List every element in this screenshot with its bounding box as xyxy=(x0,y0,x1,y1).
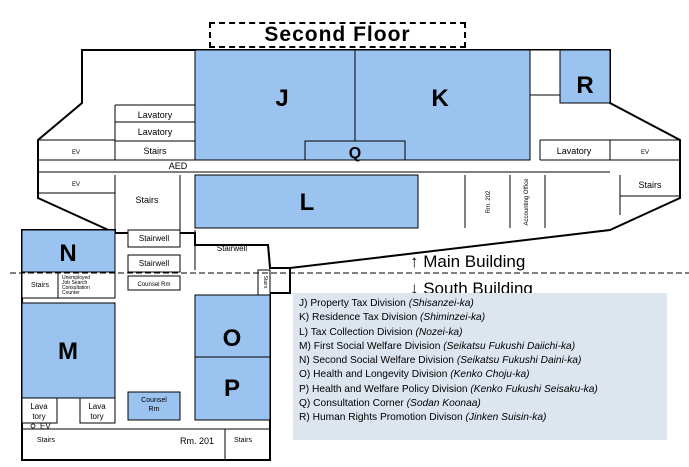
lava-label-1: Lava xyxy=(30,402,48,411)
stairs-label-3: Stairs xyxy=(31,282,49,289)
room-r xyxy=(559,49,611,104)
legend-item: K) Residence Tax Division (Shiminzei-ka) xyxy=(299,311,661,325)
legend-item: J) Property Tax Division (Shisanzei-ka) xyxy=(299,297,661,311)
legend-name: Second Social Welfare Division xyxy=(312,355,454,367)
legend-japanese: (Jinken Suisin-ka) xyxy=(465,412,547,424)
ev-label-1: EV xyxy=(72,150,80,156)
tory-label-2: tory xyxy=(90,412,103,421)
room-j-label: J xyxy=(275,85,288,112)
legend-key: L) xyxy=(299,326,309,338)
stairwell-label-3: Stairwell xyxy=(217,244,247,253)
stairwell-label-2: Stairwell xyxy=(139,259,169,268)
legend: J) Property Tax Division (Shisanzei-ka)K… xyxy=(293,293,667,440)
room-l-label: L xyxy=(300,189,315,216)
legend-key: P) xyxy=(299,383,310,395)
lava-label-2: Lava xyxy=(88,402,106,411)
legend-name: Human Rights Promotion Divison xyxy=(312,412,463,424)
ev-label-4: EV xyxy=(40,422,51,431)
ev-label-2: EV xyxy=(72,182,80,188)
legend-name: Tax Collection Division xyxy=(310,326,413,338)
lavatory-m1 xyxy=(21,397,58,424)
legend-name: Consultation Corner xyxy=(313,398,404,410)
unemployed-label-line: Consultation xyxy=(62,285,90,291)
rm201-label: Rm. 201 xyxy=(180,436,214,446)
lavatory-label-2: Lavatory xyxy=(138,127,173,137)
legend-name: Residence Tax Division xyxy=(312,312,418,324)
room-r-label: R xyxy=(576,72,593,99)
legend-key: K) xyxy=(299,312,310,324)
stairs-label-5: Stairs xyxy=(262,276,268,289)
stairs-label-4: Stairs xyxy=(638,180,662,190)
legend-name: Property Tax Division xyxy=(310,298,406,309)
ev-dot-icon xyxy=(30,423,36,429)
legend-key: O) xyxy=(299,369,311,381)
legend-item: P) Health and Welfare Policy Division (K… xyxy=(299,383,661,397)
room-p xyxy=(194,356,271,421)
legend-japanese: (Seikatsu Fukushi Daiichi-ka) xyxy=(443,340,576,352)
main-building-label: ↑ Main Building xyxy=(410,252,526,271)
counsel-rm-2 xyxy=(127,391,181,421)
stairwell-1 xyxy=(127,229,181,248)
room-r-outline xyxy=(529,49,561,96)
legend-japanese: (Shiminzei-ka) xyxy=(420,312,486,324)
unemployed-counter xyxy=(57,271,116,299)
rm202-label: Rm. 202 xyxy=(486,190,492,213)
counsel-rm-label-2b: Rm xyxy=(149,406,160,413)
legend-item: R) Human Rights Promotion Divison (Jinke… xyxy=(299,411,661,425)
legend-japanese: (Shisanzei-ka) xyxy=(408,298,474,309)
legend-japanese: (Seikatsu Fukushi Daini-ka) xyxy=(456,355,582,367)
lavatory-m2 xyxy=(79,397,116,424)
legend-item: O) Health and Longevity Division (Kenko … xyxy=(299,368,661,382)
floor-title: Second Floor xyxy=(209,22,466,48)
stairwell-label-1: Stairwell xyxy=(139,234,169,243)
stairs-label-7: Stairs xyxy=(234,437,252,444)
legend-japanese: (Kenko Choju-ka) xyxy=(450,369,530,381)
room-q xyxy=(304,140,406,161)
legend-key: J) xyxy=(299,298,308,309)
unemployed-label-line: Unemployed xyxy=(62,275,90,281)
ev-label-3: EV xyxy=(641,150,649,156)
room-o-label: O xyxy=(223,325,242,352)
room-l xyxy=(194,174,419,229)
legend-item: M) First Social Welfare Division (Seikat… xyxy=(299,340,661,354)
legend-name: Health and Welfare Policy Division xyxy=(312,383,468,395)
room-n-label: N xyxy=(59,240,76,267)
room-m xyxy=(21,302,116,399)
room-p-label: P xyxy=(224,375,240,402)
stairs-label-6: Stairs xyxy=(37,437,55,444)
room-q-label: Q xyxy=(349,145,361,162)
counsel-rm-label-2a: Counsel xyxy=(141,397,167,404)
legend-japanese: (Kenko Fukushi Seisaku-ka) xyxy=(470,383,598,395)
legend-japanese: (Sodan Koonaa) xyxy=(406,398,481,410)
counsel-rm-label-1: Counsel Rm xyxy=(137,282,170,288)
unemployed-label-line: Job Search xyxy=(62,280,88,286)
stairs-small xyxy=(257,269,271,296)
legend-key: M) xyxy=(299,340,311,352)
unemployed-label: Unemployed Job Search Consultation Count… xyxy=(62,275,91,296)
accounting-label: Accounting Office xyxy=(524,178,530,226)
stairs-label-1: Stairs xyxy=(143,146,167,156)
legend-key: Q) xyxy=(299,398,311,410)
room-k-label: K xyxy=(431,85,449,112)
legend-item: Q) Consultation Corner (Sodan Koonaa) xyxy=(299,397,661,411)
legend-name: First Social Welfare Division xyxy=(313,340,441,352)
unemployed-label-line: Counter xyxy=(62,290,80,296)
counsel-rm-1 xyxy=(127,275,181,291)
tory-label-1: tory xyxy=(32,412,45,421)
stairs-label-2: Stairs xyxy=(135,195,159,205)
aed-label: AED xyxy=(169,161,188,171)
legend-name: Health and Longevity Division xyxy=(313,369,448,381)
legend-item: N) Second Social Welfare Division (Seika… xyxy=(299,354,661,368)
legend-japanese: (Nozei-ka) xyxy=(415,326,463,338)
lavatory-label-1: Lavatory xyxy=(138,110,173,120)
legend-item: L) Tax Collection Division (Nozei-ka) xyxy=(299,326,661,340)
room-o xyxy=(194,294,271,358)
stairwell-2 xyxy=(127,254,181,273)
stairs-n xyxy=(21,271,59,299)
legend-key: N) xyxy=(299,355,310,367)
room-m-label: M xyxy=(58,338,78,365)
legend-key: R) xyxy=(299,412,310,424)
lavatory-label-3: Lavatory xyxy=(557,146,592,156)
